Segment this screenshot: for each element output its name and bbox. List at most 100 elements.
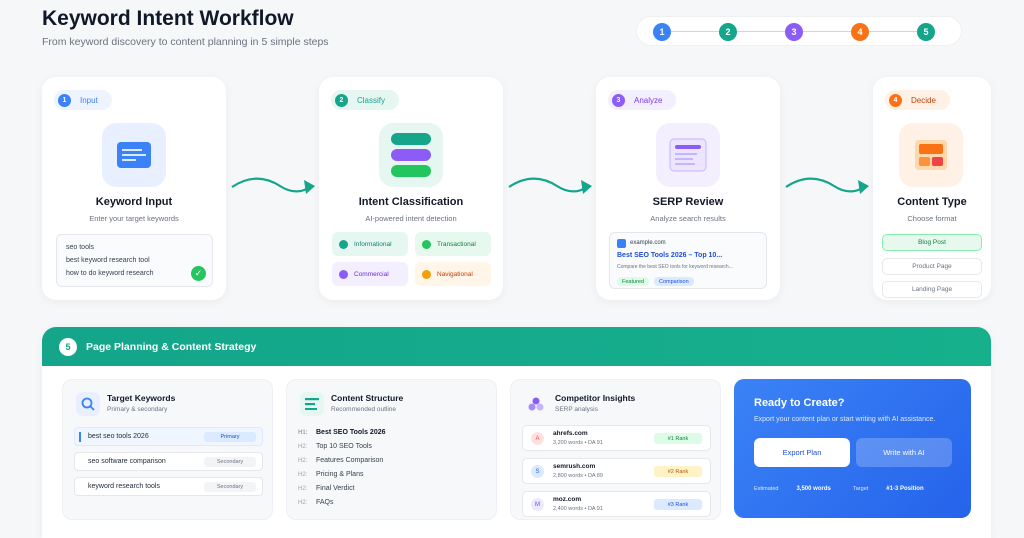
keyword-line: seo tools — [66, 244, 95, 251]
competitor-meta: 2,800 words • DA 89 — [553, 473, 603, 479]
page-planning-section: 5 Page Planning & Content Strategy Targe… — [42, 327, 991, 538]
serp-result-preview[interactable]: example.com Best SEO Tools 2026 – Top 10… — [609, 232, 767, 289]
step-2-dot[interactable]: 2 — [719, 23, 737, 41]
panel-title: Competitor Insights — [555, 393, 636, 403]
keyword-badge: Secondary — [204, 481, 256, 492]
serp-description: Compare the best SEO tools for keyword r… — [617, 264, 733, 270]
favicon-icon — [617, 239, 626, 248]
format-option-product-page[interactable]: Product Page — [882, 258, 982, 275]
list-icon — [300, 392, 324, 416]
outline-row: H2:Final Verdict — [298, 485, 355, 492]
competitor-meta: 3,200 words • DA 91 — [553, 440, 603, 446]
step-number: 3 — [612, 93, 625, 107]
keyword-row[interactable]: best seo tools 2026 Primary — [74, 427, 263, 446]
layout-icon — [899, 123, 963, 187]
layers-icon — [379, 123, 443, 187]
intent-chip-informational[interactable]: Informational — [332, 232, 408, 256]
step-number: 5 — [59, 338, 77, 356]
step-pill: 1 Input — [54, 90, 112, 110]
rank-badge: #1 Rank — [654, 433, 702, 444]
serp-title: Best SEO Tools 2026 – Top 10... — [617, 252, 723, 259]
card-title: SERP Review — [652, 196, 724, 208]
intent-chip-navigational[interactable]: Navigational — [415, 262, 491, 286]
ready-to-create-panel: Ready to Create? Export your content pla… — [734, 379, 971, 518]
step-3-dot[interactable]: 3 — [785, 23, 803, 41]
competitor-domain: semrush.com — [553, 463, 596, 470]
serp-domain: example.com — [630, 240, 666, 246]
progress-stepper: 1 2 3 4 5 — [636, 16, 962, 46]
competitor-row[interactable]: A ahrefs.com 3,200 words • DA 91 #1 Rank — [522, 425, 711, 451]
outline-row: H2:Pricing & Plans — [298, 471, 364, 478]
step-pill: 2 Classify — [331, 90, 400, 110]
active-indicator — [79, 432, 81, 442]
step-1-dot[interactable]: 1 — [653, 23, 671, 41]
export-plan-button[interactable]: Export Plan — [754, 438, 850, 467]
card-subtitle: Choose format — [907, 214, 957, 223]
card-subtitle: Enter your target keywords — [89, 214, 179, 223]
keyword-row[interactable]: keyword research tools Secondary — [74, 477, 263, 496]
cta-subtitle: Export your content plan or start writin… — [754, 416, 936, 423]
page-subtitle: From keyword discovery to content planni… — [42, 36, 329, 48]
format-option-landing-page[interactable]: Landing Page — [882, 281, 982, 298]
intent-chip-transactional[interactable]: Transactional — [415, 232, 491, 256]
competitor-domain: ahrefs.com — [553, 430, 588, 437]
card-subtitle: AI-powered intent detection — [365, 214, 457, 223]
panel-title: Target Keywords — [107, 393, 176, 403]
format-option-blog-post[interactable]: Blog Post — [882, 234, 982, 251]
section-title: Page Planning & Content Strategy — [86, 341, 257, 353]
keyword-badge: Secondary — [204, 456, 256, 467]
cta-title: Ready to Create? — [754, 397, 845, 409]
keyword-input-card: 1 Input Keyword Input Enter your target … — [42, 77, 226, 300]
step-pill-label: Decide — [911, 95, 936, 105]
serp-tag-featured: Featured — [617, 277, 650, 286]
card-title: Content Type — [897, 196, 967, 208]
card-subtitle: Analyze search results — [650, 214, 726, 223]
competitor-row[interactable]: S semrush.com 2,800 words • DA 89 #2 Ran… — [522, 458, 711, 484]
card-title: Keyword Input — [95, 196, 173, 208]
arrow-icon — [785, 177, 869, 194]
write-with-ai-button[interactable]: Write with AI — [856, 438, 952, 467]
serp-tag-comparison: Comparison — [654, 277, 694, 286]
content-type-card: 4 Decide Content Type Choose format Blog… — [873, 77, 991, 300]
intent-chip-commercial[interactable]: Commercial — [332, 262, 408, 286]
outline-row: H1:Best SEO Tools 2026 — [298, 429, 386, 436]
step-pill-label: Input — [80, 95, 98, 105]
search-icon — [76, 392, 100, 416]
rank-badge: #3 Rank — [654, 499, 702, 510]
keyword-text: seo software comparison — [88, 458, 166, 465]
section-header: 5 Page Planning & Content Strategy — [42, 327, 991, 366]
keyboard-icon — [102, 123, 166, 187]
step-5-dot[interactable]: 5 — [917, 23, 935, 41]
step-4-dot[interactable]: 4 — [851, 23, 869, 41]
document-icon — [656, 123, 720, 187]
arrow-icon — [231, 177, 315, 194]
keyword-line: best keyword research tool — [66, 257, 150, 264]
card-title: Intent Classification — [358, 196, 464, 208]
keyword-text: keyword research tools — [88, 483, 160, 490]
outline-row: H2:Features Comparison — [298, 457, 384, 464]
target-position: Target#1-3 Position — [853, 486, 924, 492]
rank-badge: #2 Rank — [654, 466, 702, 477]
competitor-insights-panel: Competitor Insights SERP analysis A ahre… — [510, 379, 721, 520]
step-number: 4 — [889, 93, 902, 107]
step-pill-label: Analyze — [634, 95, 663, 105]
keyword-text: best seo tools 2026 — [88, 433, 149, 440]
step-number: 2 — [335, 93, 348, 107]
competitor-avatar: S — [531, 465, 544, 478]
keyword-row[interactable]: seo software comparison Secondary — [74, 452, 263, 471]
outline-row: H2:Top 10 SEO Tools — [298, 443, 372, 450]
step-pill: 4 Decide — [885, 90, 950, 110]
panel-subtitle: Recommended outline — [331, 406, 397, 413]
competitor-row[interactable]: M moz.com 2,400 words • DA 91 #3 Rank — [522, 491, 711, 517]
intent-classification-card: 2 Classify Intent Classification AI-powe… — [319, 77, 503, 300]
keyword-badge: Primary — [204, 431, 256, 442]
competitor-meta: 2,400 words • DA 91 — [553, 506, 603, 512]
content-structure-panel: Content Structure Recommended outline H1… — [286, 379, 497, 520]
step-number: 1 — [58, 93, 71, 107]
outline-row: H2:FAQs — [298, 499, 334, 506]
keyword-input-box[interactable]: seo tools best keyword research tool how… — [56, 234, 213, 287]
step-pill: 3 Analyze — [608, 90, 677, 110]
arrow-icon — [508, 177, 592, 194]
step-pill-label: Classify — [357, 95, 386, 105]
